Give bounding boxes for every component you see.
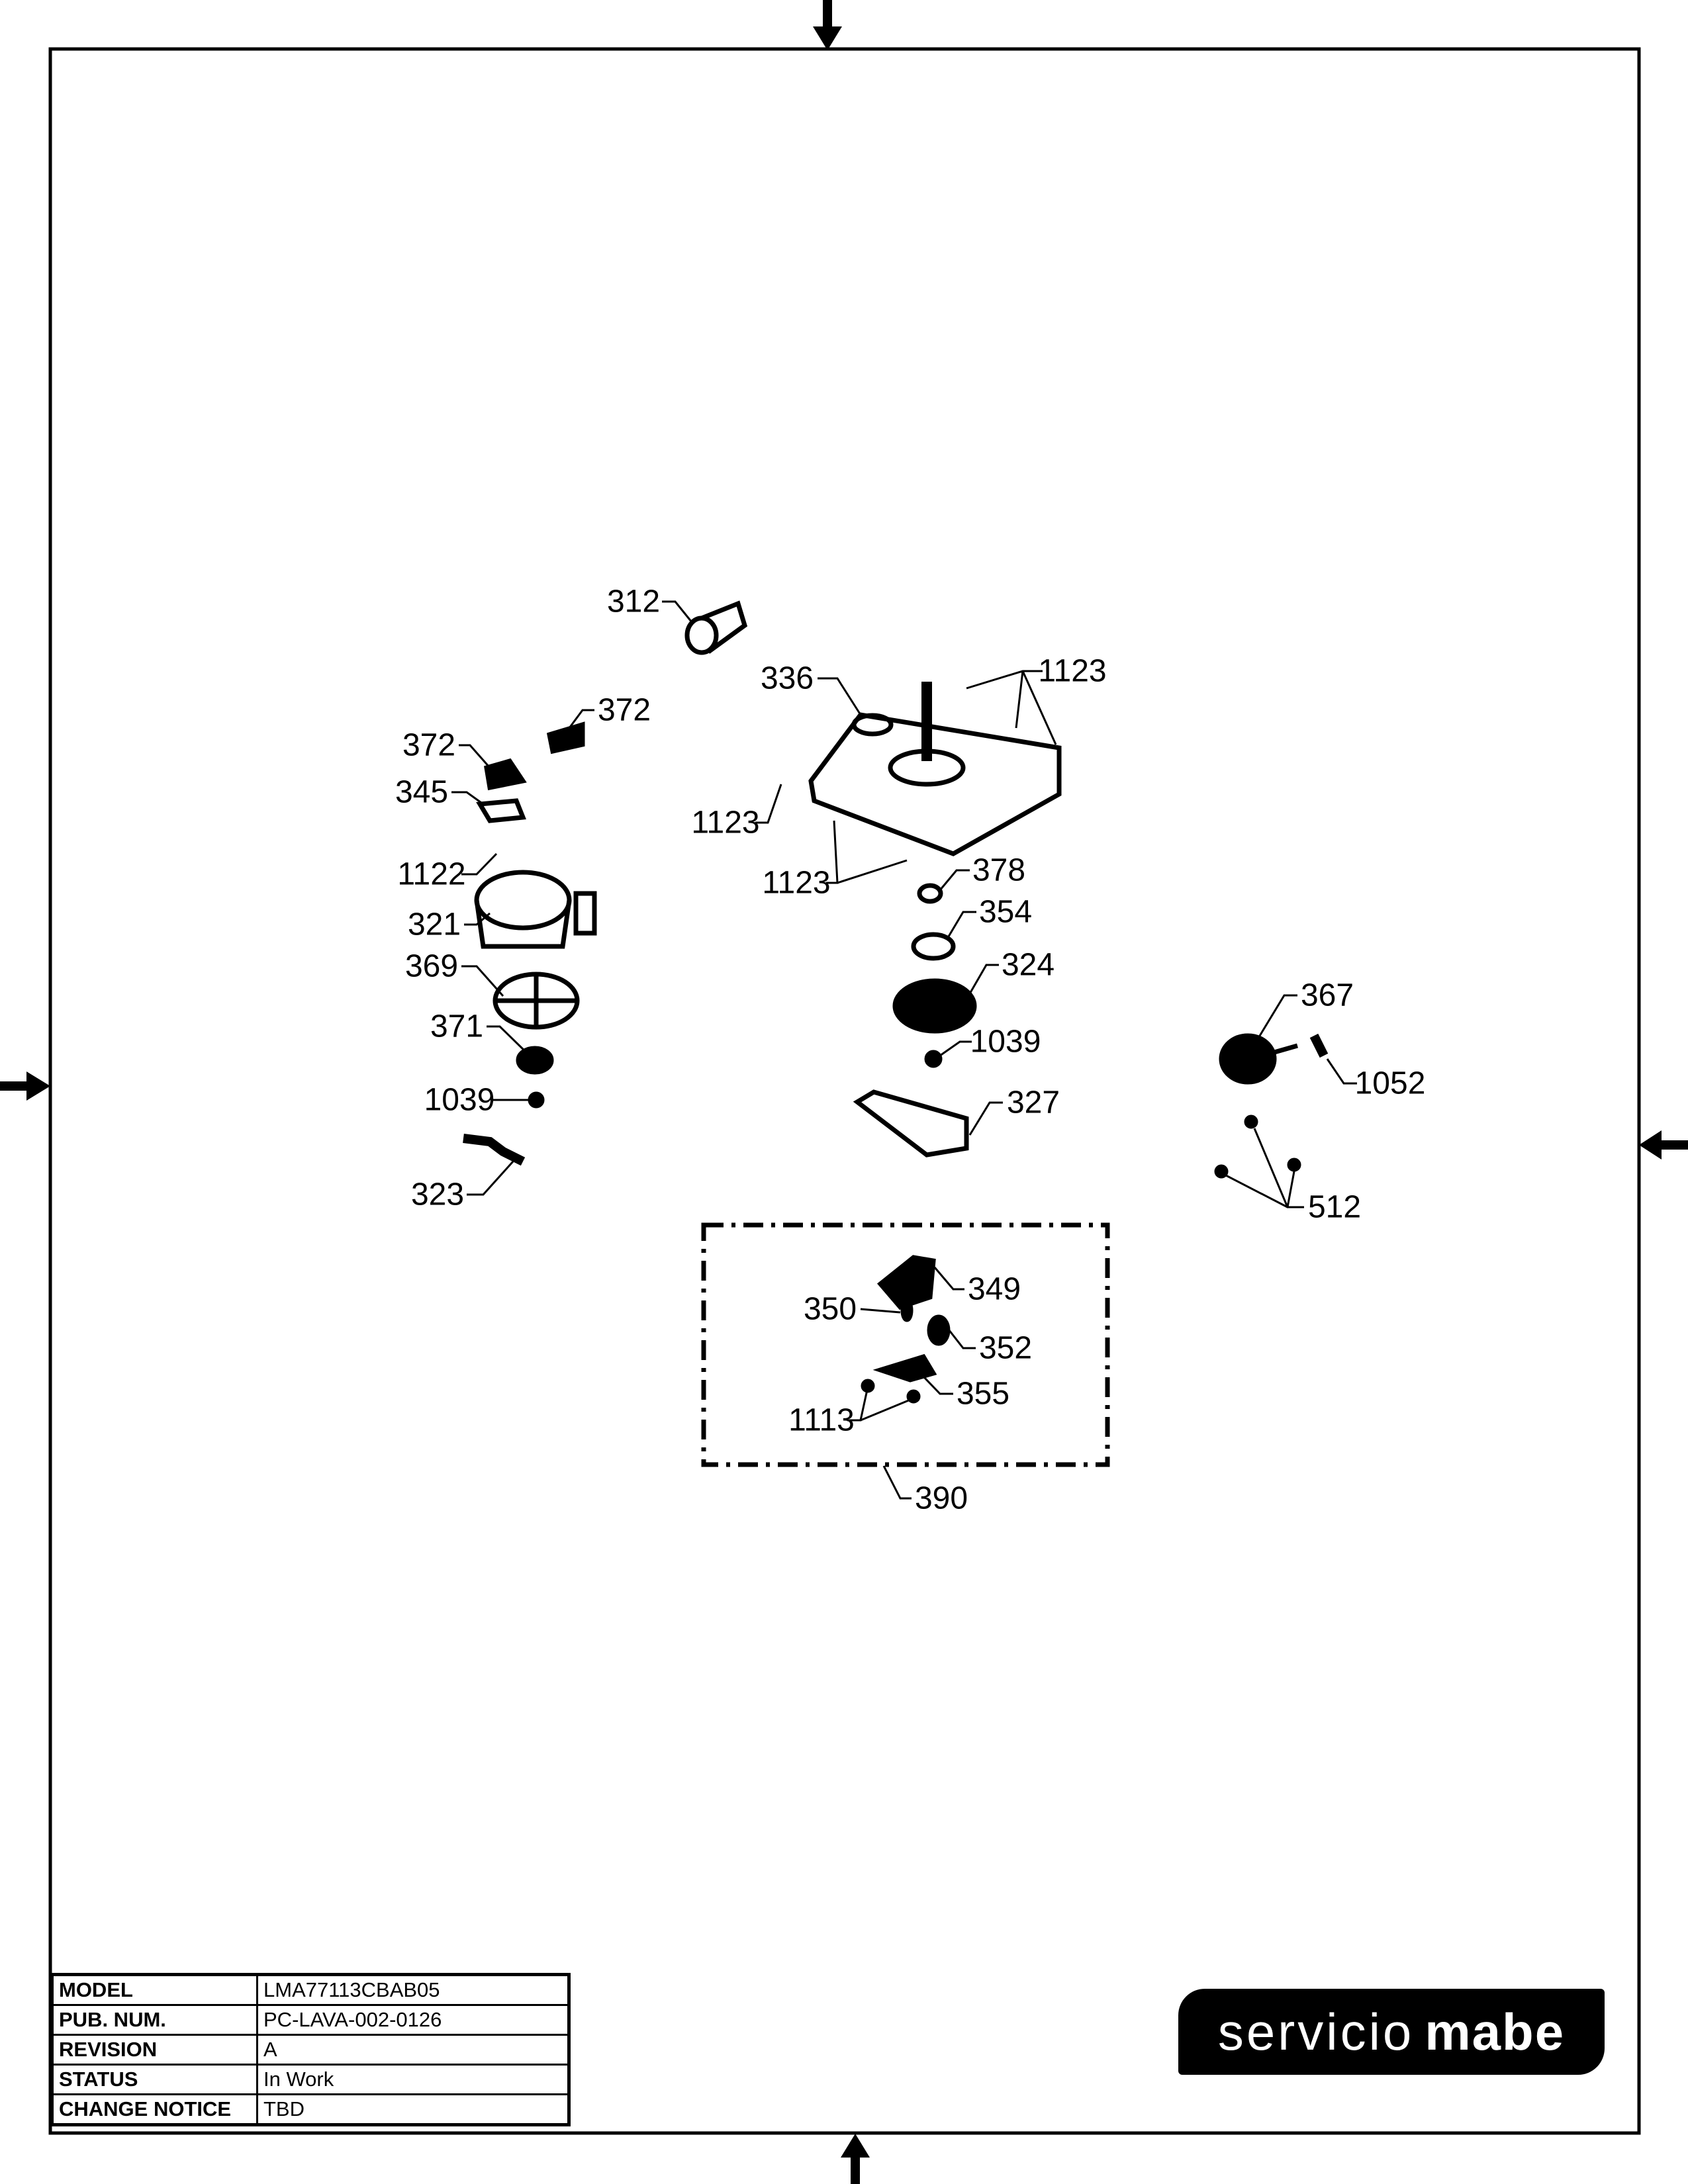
leader-lines [451,600,1357,1500]
callout-336: 336 [761,661,814,696]
callout-390: 390 [915,1481,968,1516]
part-349-actuator [876,1255,936,1310]
callout-1039: 1039 [970,1024,1041,1060]
status-value: In Work [256,2064,570,2095]
part-345-bracket [476,798,526,823]
part-336-transmission-plate [808,682,1062,856]
part-321-motor [474,870,597,949]
callout-369: 369 [405,949,458,984]
callout-371: 371 [430,1009,483,1044]
part-1039-nut-left [528,1091,545,1109]
status-label: STATUS [51,2064,258,2095]
part-369-pulley-fan [492,972,580,1030]
kit-390-dashed-box [701,1222,1110,1467]
callout-352: 352 [979,1331,1032,1366]
part-350-pin [900,1298,914,1322]
change-notice-value: TBD [256,2093,570,2126]
part-371-pulley [516,1046,554,1075]
callout-323: 323 [411,1177,464,1212]
part-372-cap-a [546,721,585,754]
part-512-screws [1214,1115,1301,1179]
callout-378: 378 [972,853,1025,888]
part-324-pulley [892,978,977,1034]
callout-1052: 1052 [1355,1066,1426,1101]
part-312-valve [684,600,748,655]
callout-312: 312 [607,584,660,619]
part-shapes [463,600,1329,1404]
callout-372: 372 [402,728,455,763]
part-378-bushing [917,883,943,904]
callout-1123: 1123 [762,866,830,901]
callout-354: 354 [979,895,1032,930]
pub-num-value: PC-LAVA-002-0126 [256,2004,570,2036]
part-367-pump [1219,1033,1298,1085]
callout-1039: 1039 [424,1083,495,1118]
callout-1113: 1113 [788,1403,855,1438]
logo-word-servicio: servicio [1217,2002,1415,2061]
callout-1123: 1123 [691,805,759,841]
part-352-lever [927,1314,951,1346]
logo-word-mabe: mabe [1425,2002,1566,2061]
callout-1123: 1123 [1038,654,1106,689]
change-notice-label: CHANGE NOTICE [51,2093,258,2126]
callout-345: 345 [395,775,448,810]
callout-350: 350 [804,1292,857,1327]
table-row: PUB. NUM.PC-LAVA-002-0126 [51,2004,570,2036]
revision-label: REVISION [51,2034,258,2066]
callout-1122: 1122 [397,857,465,892]
servicio-mabe-logo: servicio mabe [1178,1989,1605,2075]
drawing-border [48,47,1641,2135]
revision-value: A [256,2034,570,2066]
callout-327: 327 [1007,1085,1060,1120]
pub-num-label: PUB. NUM. [51,2004,258,2036]
callout-372: 372 [598,693,651,728]
part-355-clutch-arm [872,1353,937,1383]
callout-367: 367 [1301,978,1354,1013]
part-1052-hose-clamp [1309,1033,1329,1058]
model-label: MODEL [51,1974,258,2006]
model-value: LMA77113CBAB05 [256,1974,570,2006]
callout-349: 349 [968,1272,1021,1307]
part-327-belt [853,1089,969,1158]
part-323-capacitor [463,1134,526,1166]
callout-321: 321 [408,907,461,942]
callout-labels: 312 336 1123 372 372 345 1123 1122 1123 … [395,584,1425,1516]
callout-324: 324 [1002,948,1055,983]
part-1039-nut-right [924,1050,943,1068]
callout-355: 355 [957,1377,1009,1412]
part-354-seal [911,932,956,961]
callout-512: 512 [1308,1190,1361,1225]
part-1113-screws [861,1379,921,1404]
part-372-cap-b [484,758,527,791]
